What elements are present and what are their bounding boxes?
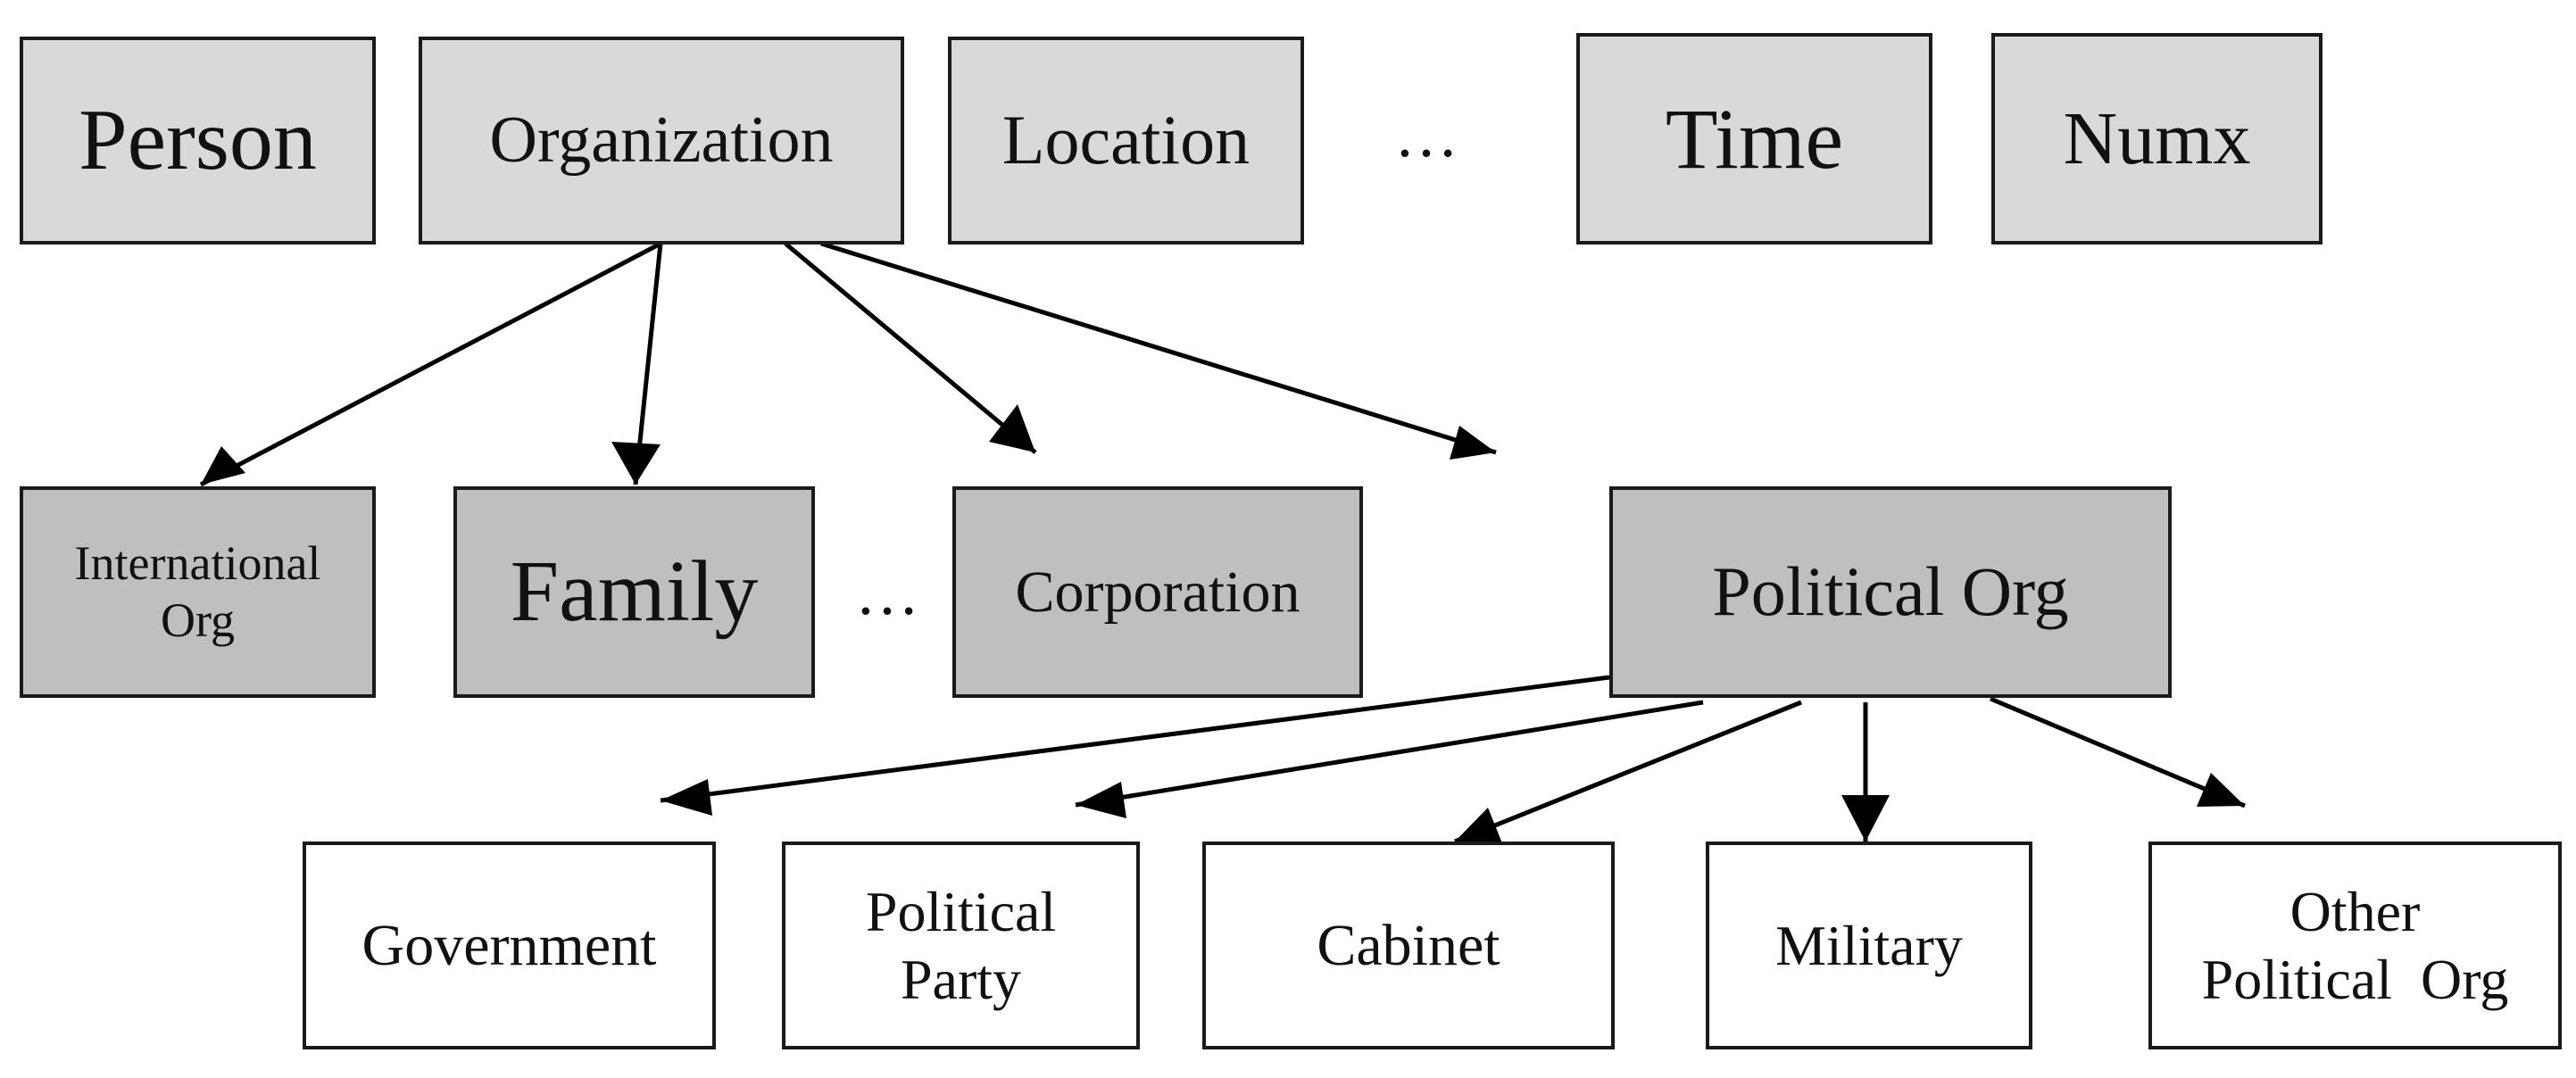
node-corporation-label: Corporation xyxy=(1015,559,1300,625)
arrowhead-military xyxy=(1841,795,1890,842)
node-time-label: Time xyxy=(1665,90,1844,187)
edge-organization-to-corporation xyxy=(784,242,1037,454)
node-political-party: Political Party xyxy=(782,842,1140,1049)
arrowhead-government xyxy=(661,779,712,816)
arrowhead-international-org xyxy=(201,446,245,485)
node-international-org-label: International Org xyxy=(74,535,321,647)
organization-children-ellipsis: … xyxy=(855,557,919,628)
node-political-party-label: Political Party xyxy=(865,879,1057,1011)
edge-political-org-to-political-party xyxy=(1075,700,1704,808)
arrowhead-political-org xyxy=(1450,426,1496,460)
node-location-label: Location xyxy=(1001,101,1251,179)
node-person: Person xyxy=(20,37,376,245)
node-person-label: Person xyxy=(79,91,317,188)
node-military-label: Military xyxy=(1775,913,1963,977)
node-family-label: Family xyxy=(510,543,759,640)
node-political-org: Political Org xyxy=(1609,486,2172,698)
edge-political-org-to-other-political-org xyxy=(1990,696,2246,808)
node-other-political-org-label: Other Political Org xyxy=(2201,879,2509,1011)
node-military: Military xyxy=(1706,842,2032,1049)
node-cabinet: Cabinet xyxy=(1202,842,1615,1049)
edge-political-org-to-cabinet xyxy=(1454,700,1802,844)
top-level-ellipsis: … xyxy=(1394,99,1458,170)
node-corporation: Corporation xyxy=(952,486,1363,698)
node-government: Government xyxy=(303,842,716,1049)
node-location: Location xyxy=(948,37,1304,245)
node-cabinet-label: Cabinet xyxy=(1317,912,1500,978)
node-numx: Numx xyxy=(1991,33,2323,245)
node-time: Time xyxy=(1576,33,1932,245)
node-organization: Organization xyxy=(419,37,904,245)
arrowhead-family xyxy=(611,442,661,485)
node-family: Family xyxy=(453,486,815,698)
node-government-label: Government xyxy=(361,912,657,978)
edge-political-org-to-government xyxy=(660,675,1610,803)
node-international-org: International Org xyxy=(20,486,376,698)
node-other-political-org: Other Political Org xyxy=(2148,842,2562,1049)
edge-organization-to-political-org xyxy=(820,241,1497,455)
arrowhead-corporation xyxy=(989,404,1035,452)
arrowhead-political-party xyxy=(1076,782,1126,818)
node-numx-label: Numx xyxy=(2063,96,2251,180)
arrowhead-other-political-org xyxy=(2197,773,2245,807)
node-organization-label: Organization xyxy=(489,103,834,177)
edge-organization-to-international-org xyxy=(199,241,662,487)
node-political-org-label: Political Org xyxy=(1712,552,2069,631)
arrowhead-cabinet xyxy=(1455,808,1502,843)
